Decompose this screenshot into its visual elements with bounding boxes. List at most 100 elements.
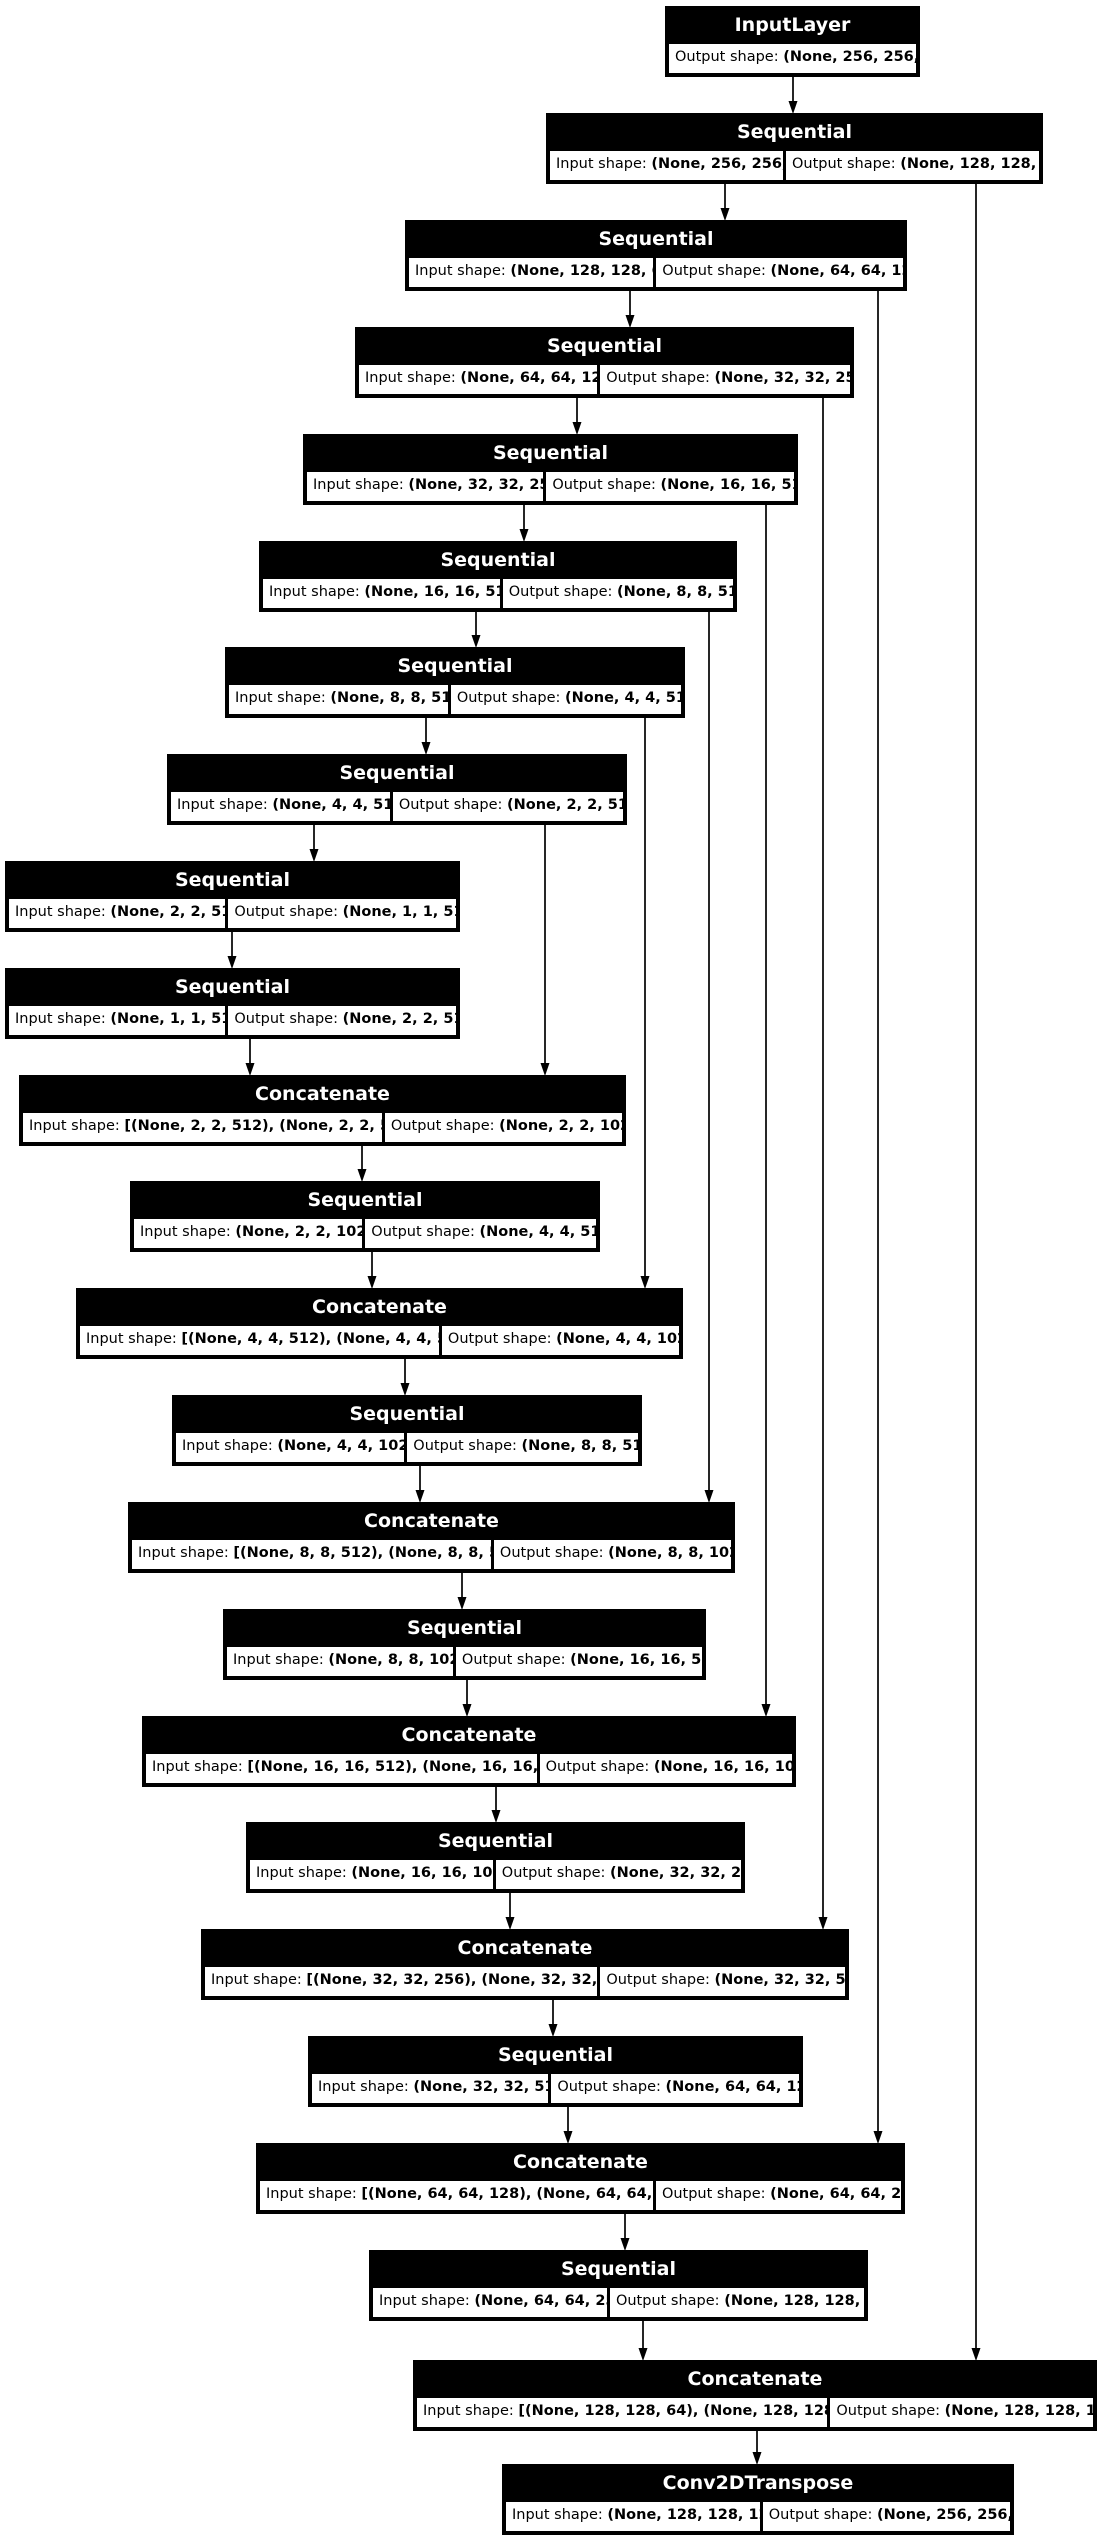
output-shape-cell: Output shape: (None, 2, 2, 512) <box>228 1006 456 1035</box>
chain-edge-arrowhead <box>519 529 529 542</box>
shape-row: Input shape: (None, 4, 4, 512) Output sh… <box>171 792 623 821</box>
layer-title: Concatenate <box>401 1724 537 1746</box>
chain-edge-arrowhead <box>620 2238 630 2251</box>
chain-edge-arrowhead <box>638 2348 648 2361</box>
output-shape-cell: Output shape: (None, 8, 8, 512) <box>502 579 733 608</box>
output-shape-label: Output shape: <box>508 584 617 600</box>
chain-edge-arrowhead <box>415 1490 425 1503</box>
node-5-sequential: Sequential Input shape: (None, 16, 16, 5… <box>259 541 737 612</box>
output-shape-value: (None, 256, 256, 3) <box>783 49 916 65</box>
input-shape-label: Input shape: <box>15 904 111 920</box>
shape-row: Input shape: [(None, 128, 128, 64), (Non… <box>417 2398 1093 2427</box>
output-shape-value: (None, 256, 256, 3) <box>876 2507 1010 2523</box>
input-shape-value: [(None, 4, 4, 512), (None, 4, 4, 512)] <box>181 1331 439 1347</box>
input-shape-value: [(None, 128, 128, 64), (None, 128, 128, … <box>518 2403 827 2419</box>
chain-edge-arrowhead <box>421 742 431 755</box>
shape-row: Input shape: (None, 128, 128, 128) Outpu… <box>506 2502 1010 2531</box>
shape-row: Input shape: (None, 2, 2, 1024) Output s… <box>134 1219 596 1248</box>
output-shape-label: Output shape: <box>836 2403 945 2419</box>
output-shape-label: Output shape: <box>234 904 343 920</box>
shape-row: Input shape: [(None, 64, 64, 128), (None… <box>260 2181 901 2210</box>
skip-edge-arrowhead <box>704 1490 714 1503</box>
input-shape-value: [(None, 32, 32, 256), (None, 32, 32, 256… <box>306 1972 598 1988</box>
input-shape-cell: Input shape: (None, 8, 8, 512) <box>229 685 448 714</box>
layer-title: Sequential <box>307 1189 423 1211</box>
node-16-concatenate: Concatenate Input shape: [(None, 16, 16,… <box>142 1716 796 1787</box>
input-shape-label: Input shape: <box>423 2403 519 2419</box>
output-shape-cell: Output shape: (None, 2, 2, 512) <box>392 792 623 821</box>
layer-title: InputLayer <box>734 14 851 36</box>
output-shape-label: Output shape: <box>390 1118 500 1134</box>
input-shape-value: (None, 8, 8, 512) <box>330 690 448 706</box>
layer-title: Concatenate <box>457 1937 593 1959</box>
input-shape-cell: Input shape: (None, 128, 128, 128) <box>506 2502 760 2531</box>
node-15-sequential: Sequential Input shape: (None, 8, 8, 102… <box>223 1609 706 1680</box>
output-shape-label: Output shape: <box>557 2079 666 2095</box>
output-shape-cell: Output shape: (None, 16, 16, 512) <box>455 1647 702 1676</box>
shape-row: Input shape: (None, 8, 8, 1024) Output s… <box>227 1647 702 1676</box>
output-shape-value: (None, 16, 16, 512) <box>660 477 794 493</box>
input-shape-value: (None, 16, 16, 1024) <box>351 1865 493 1881</box>
input-shape-value: (None, 32, 32, 512) <box>413 2079 548 2095</box>
skip-edge-arrowhead <box>540 1063 550 1076</box>
node-19-sequential: Sequential Input shape: (None, 32, 32, 5… <box>308 2036 803 2107</box>
input-shape-label: Input shape: <box>211 1972 307 1988</box>
output-shape-value: (None, 8, 8, 512) <box>617 584 733 600</box>
output-shape-label: Output shape: <box>371 1224 480 1240</box>
node-10-concatenate: Concatenate Input shape: [(None, 2, 2, 5… <box>19 1075 626 1146</box>
skip-edge-arrowhead <box>873 2131 883 2144</box>
output-shape-label: Output shape: <box>499 1545 609 1561</box>
input-shape-label: Input shape: <box>313 477 409 493</box>
node-13-sequential: Sequential Input shape: (None, 4, 4, 102… <box>172 1395 642 1466</box>
shape-row: Input shape: (None, 128, 128, 64) Output… <box>409 258 903 287</box>
chain-edge-arrowhead <box>563 2131 573 2144</box>
input-shape-value: (None, 64, 64, 256) <box>474 2293 607 2309</box>
input-shape-label: Input shape: <box>182 1438 278 1454</box>
output-shape-label: Output shape: <box>456 690 566 706</box>
node-21-sequential: Sequential Input shape: (None, 64, 64, 2… <box>369 2250 868 2321</box>
output-shape-cell: Output shape: (None, 8, 8, 512) <box>407 1433 638 1462</box>
output-shape-value: (None, 128, 128, 128) <box>944 2403 1093 2419</box>
input-shape-cell: Input shape: [(None, 64, 64, 128), (None… <box>260 2181 653 2210</box>
chain-edge-arrowhead <box>752 2452 762 2465</box>
layer-title: Sequential <box>736 121 853 143</box>
input-shape-label: Input shape: <box>233 1652 329 1668</box>
input-shape-label: Input shape: <box>379 2293 475 2309</box>
output-shape-label: Output shape: <box>675 49 784 65</box>
chain-edge-arrowhead <box>227 956 237 969</box>
input-shape-label: Input shape: <box>318 2079 414 2095</box>
layer-title: Sequential <box>339 762 455 784</box>
output-shape-value: (None, 32, 32, 256) <box>714 370 851 386</box>
output-shape-label: Output shape: <box>615 2293 725 2309</box>
output-shape-value: (None, 4, 4, 1024) <box>556 1331 679 1347</box>
node-11-sequential: Sequential Input shape: (None, 2, 2, 102… <box>130 1181 600 1252</box>
layer-title: Concatenate <box>513 2151 648 2173</box>
shape-row: Input shape: (None, 64, 64, 256) Output … <box>373 2288 864 2317</box>
chain-edge-arrowhead <box>720 208 730 221</box>
input-shape-value: (None, 256, 256, 3) <box>651 156 783 172</box>
shape-row: Input shape: (None, 16, 16, 1024) Output… <box>250 1860 741 1889</box>
input-shape-cell: Input shape: (None, 128, 128, 64) <box>409 258 654 287</box>
chain-edge-arrowhead <box>245 1063 255 1076</box>
input-shape-cell: Input shape: [(None, 128, 128, 64), (Non… <box>417 2398 828 2427</box>
output-shape-cell: Output shape: (None, 4, 4, 1024) <box>441 1326 679 1355</box>
output-shape-value: (None, 64, 64, 128) <box>770 263 903 279</box>
output-shape-value: (None, 2, 2, 1024) <box>499 1118 622 1134</box>
input-shape-cell: Input shape: (None, 32, 32, 512) <box>312 2074 549 2103</box>
output-shape-cell: Output shape: (None, 16, 16, 512) <box>546 472 794 501</box>
output-shape-value: (None, 1, 1, 512) <box>342 904 456 920</box>
input-shape-cell: Input shape: (None, 4, 4, 1024) <box>176 1433 405 1462</box>
input-shape-value: (None, 128, 128, 64) <box>510 263 653 279</box>
output-shape-label: Output shape: <box>792 156 901 172</box>
input-shape-label: Input shape: <box>152 1759 248 1775</box>
node-22-concatenate: Concatenate Input shape: [(None, 128, 12… <box>413 2360 1097 2431</box>
node-8-sequential: Sequential Input shape: (None, 2, 2, 512… <box>5 861 460 932</box>
input-shape-value: (None, 8, 8, 1024) <box>328 1652 453 1668</box>
input-shape-cell: Input shape: (None, 2, 2, 1024) <box>134 1219 363 1248</box>
shape-row: Input shape: (None, 256, 256, 3) Output … <box>550 151 1039 180</box>
input-shape-cell: Input shape: [(None, 16, 16, 512), (None… <box>146 1754 537 1783</box>
shape-row: Input shape: (None, 32, 32, 256) Output … <box>307 472 794 501</box>
node-2-sequential: Sequential Input shape: (None, 128, 128,… <box>405 220 907 291</box>
output-shape-label: Output shape: <box>447 1331 557 1347</box>
output-shape-label: Output shape: <box>413 1438 522 1454</box>
